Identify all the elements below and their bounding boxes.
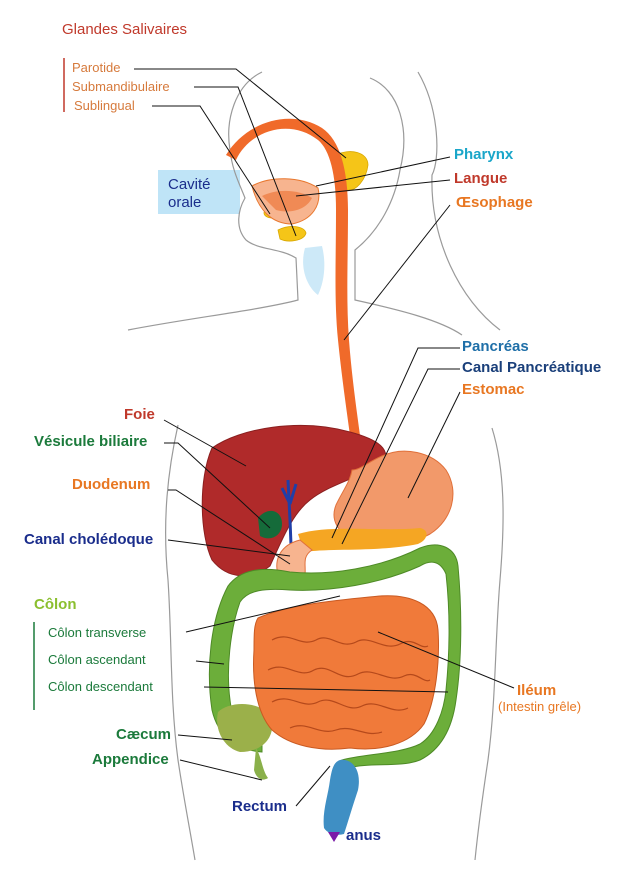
label-colon: Côlon xyxy=(34,596,77,613)
label-colon-transverse: Côlon transverse xyxy=(48,625,147,640)
pharynx-shape xyxy=(303,246,325,295)
label-oesophage: Œsophage xyxy=(456,194,533,211)
submandibular-gland xyxy=(277,226,307,242)
label-pancreas: Pancréas xyxy=(462,338,529,355)
label-vesicule-biliaire: Vésicule biliaire xyxy=(34,433,148,450)
gallbladder-shape xyxy=(258,510,282,539)
esophagus-tube xyxy=(226,118,362,451)
label-canal-pancreatique: Canal Pancréatique xyxy=(462,359,602,376)
label-rectum: Rectum xyxy=(232,798,288,815)
label-colon-ascendant: Côlon ascendant xyxy=(48,652,146,667)
stomach-shape xyxy=(333,450,454,546)
label-parotide: Parotide xyxy=(72,60,121,75)
label-anus: anus xyxy=(346,827,382,844)
label-foie: Foie xyxy=(124,406,155,423)
pancreas-shape xyxy=(298,528,427,552)
leader-lines xyxy=(134,68,515,807)
rectum-shape xyxy=(323,759,359,835)
label-orale: orale xyxy=(168,194,202,211)
label-estomac: Estomac xyxy=(462,381,525,398)
label-canal-choledoque: Canal cholédoque xyxy=(24,531,154,548)
label-pharynx: Pharynx xyxy=(454,146,514,163)
label-langue: Langue xyxy=(454,170,508,187)
anus-shape xyxy=(328,832,340,842)
oral-cavity-highlight xyxy=(158,170,240,214)
label-appendice: Appendice xyxy=(92,751,169,768)
label-sublingual: Sublingual xyxy=(74,98,135,113)
label-duodenum: Duodenum xyxy=(72,476,151,493)
label-colon-descendant: Côlon descendant xyxy=(48,679,153,694)
appendix-shape xyxy=(254,748,268,780)
label-cavite: Cavité xyxy=(168,176,211,193)
intestine-folds xyxy=(267,636,431,734)
label-submandibulaire: Submandibulaire xyxy=(72,79,170,94)
liver-shape xyxy=(201,424,386,577)
label-ileum: Iléum xyxy=(517,682,557,699)
label-caecum: Cæcum xyxy=(116,726,172,743)
small-intestine-shape xyxy=(253,595,439,750)
label-intestin-grele: (Intestin grêle) xyxy=(498,699,582,714)
label-glandes-salivaires: Glandes Salivaires xyxy=(62,21,188,38)
